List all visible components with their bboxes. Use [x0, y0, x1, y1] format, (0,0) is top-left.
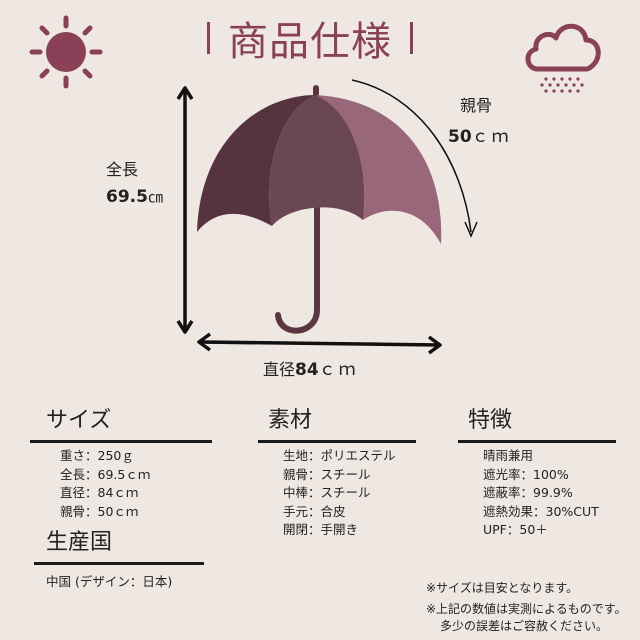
notes: ※サイズは目安となります。 ※上記の数値は実測によるものです。 多少の誤差はご容… [426, 580, 640, 635]
list-item: 中棒：スチール [283, 485, 371, 500]
total-length-value: 69.5 [106, 187, 148, 207]
size-divider [30, 440, 212, 443]
list-item: 開閉：手開き [283, 522, 359, 537]
total-length-unit: ㎝ [147, 188, 163, 206]
list-item: 直径：84ｃｍ [60, 485, 139, 500]
list-item: 遮光率：100% [483, 466, 569, 482]
features-list: 晴雨兼用 遮光率：100% 遮蔽率：99.9% 遮熱効果：30%CUT UPF：… [458, 447, 616, 540]
rib-value: 50 [448, 127, 472, 147]
rib-label: 親骨 50ｃｍ [448, 92, 548, 147]
features-heading: 特徴 [468, 408, 513, 433]
list-item: UPF：50＋ [483, 522, 548, 537]
diameter-label: 直径84ｃｍ [263, 355, 403, 380]
origin-divider [34, 562, 204, 565]
list-item: 生地：ポリエステル [283, 448, 396, 463]
material-list: 生地：ポリエステル 親骨：スチール 中棒：スチール 手元：合皮 開閉：手開き [258, 447, 416, 540]
size-section: サイズ 重さ：250ｇ 全長：69.5ｃｍ 直径：84ｃｍ 親骨：50ｃｍ [30, 402, 212, 521]
list-item: 晴雨兼用 [483, 448, 534, 463]
origin-value: 中国 (デザイン：日本) [46, 574, 173, 589]
features-section: 特徴 晴雨兼用 遮光率：100% 遮蔽率：99.9% 遮熱効果：30%CUT U… [458, 402, 616, 540]
origin-heading: 生産国 [46, 530, 113, 555]
total-length-label: 全長 69.5㎝ [106, 156, 186, 207]
note-line-2: ※上記の数値は実測によるものです。 [426, 602, 627, 616]
diameter-unit: ｃｍ [318, 360, 359, 380]
features-divider [458, 440, 616, 443]
list-item: 遮蔽率：99.9% [483, 485, 573, 500]
list-item: 重さ：250ｇ [60, 448, 134, 463]
umbrella-diagram [176, 79, 478, 355]
note-line-1: ※サイズは目安となります。 [426, 581, 579, 595]
list-item: 全長：69.5ｃｍ [60, 466, 151, 482]
title-text: 商品仕様 [228, 19, 392, 65]
rib-unit: ｃｍ [471, 127, 512, 147]
size-list: 重さ：250ｇ 全長：69.5ｃｍ 直径：84ｃｍ 親骨：50ｃｍ [30, 447, 212, 521]
diameter-title: 直径 [263, 360, 296, 379]
material-divider [258, 440, 416, 443]
title-divider-right [410, 22, 413, 54]
list-item: 手元：合皮 [283, 503, 346, 519]
total-length-title: 全長 [106, 160, 139, 179]
page-title: 商品仕様 [180, 8, 440, 68]
material-heading: 素材 [268, 408, 313, 433]
diameter-value: 84 [295, 360, 319, 380]
rib-title: 親骨 [460, 96, 493, 115]
size-heading: サイズ [46, 408, 112, 433]
material-section: 素材 生地：ポリエステル 親骨：スチール 中棒：スチール 手元：合皮 開閉：手開… [258, 402, 416, 540]
list-item: 親骨：スチール [283, 466, 371, 482]
origin-section: 生産国 中国 (デザイン：日本) [34, 524, 204, 592]
rain-cloud-icon [520, 14, 606, 96]
list-item: 遮熱効果：30%CUT [483, 503, 599, 519]
list-item: 親骨：50ｃｍ [60, 503, 139, 519]
note-line-3: 多少の誤差はご容赦ください。 [440, 619, 609, 633]
sun-icon [28, 14, 104, 90]
title-divider-left [207, 22, 210, 54]
